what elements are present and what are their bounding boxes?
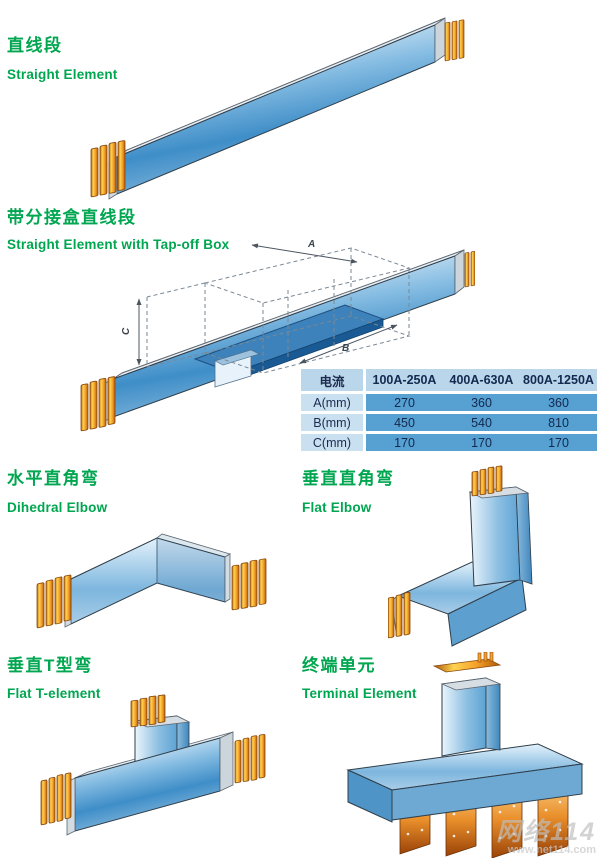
dimension-label-b: B <box>342 343 349 354</box>
busbar-fins-left-icon <box>90 140 126 198</box>
table-cell: 450 <box>394 415 415 430</box>
busbar-fins-top-icon <box>471 465 503 497</box>
table-row-label: B(mm) <box>301 414 363 431</box>
section-title-t-element-en: Flat T-element <box>7 686 101 701</box>
busbar-fins-left-icon <box>40 772 72 826</box>
dimension-lines-icon <box>136 243 398 366</box>
table-cell: 810 <box>548 415 569 430</box>
table-row: C(mm) 170 170 170 <box>301 434 597 451</box>
busbar-fins-right-icon <box>444 19 465 62</box>
table-header-col1: 100A-250A <box>372 373 437 387</box>
busbar-fins-top-icon <box>130 694 166 728</box>
busbar-fins-right-icon <box>234 734 266 784</box>
dihedral-elbow-illustration <box>36 533 267 629</box>
terminal-element-illustration <box>346 652 584 858</box>
busbar-fins-right-icon <box>464 251 475 288</box>
section-title-tapoff-en: Straight Element with Tap-off Box <box>7 237 230 252</box>
section-title-dihedral-zh: 水平直角弯 <box>7 469 100 488</box>
table-cell: 360 <box>548 395 569 410</box>
section-title-flat-elbow-zh: 垂直直角弯 <box>302 469 395 488</box>
table-header-row: 电流 100A-250A 400A-630A 800A-1250A <box>301 369 597 391</box>
table-row-label: A(mm) <box>301 394 363 411</box>
flat-t-element-illustration <box>40 694 266 836</box>
busbar-fins-right-icon <box>231 558 267 611</box>
section-title-t-element-zh: 垂直T型弯 <box>7 656 93 675</box>
t-stub <box>130 694 191 769</box>
table-cell: 170 <box>548 435 569 450</box>
table-row: A(mm) 270 360 360 <box>301 394 597 411</box>
straight-element-illustration <box>90 17 465 200</box>
tapoff-element-illustration: A C B <box>80 239 475 432</box>
section-title-dihedral-en: Dihedral Elbow <box>7 500 108 515</box>
dimension-label-c: C <box>121 327 132 335</box>
section-title-straight-en: Straight Element <box>7 67 118 82</box>
table-header-current: 电流 <box>301 369 363 391</box>
busbar-fins-left-icon <box>388 591 411 639</box>
table-cell: 540 <box>471 415 492 430</box>
flat-elbow-illustration <box>388 465 533 647</box>
section-title-terminal-zh: 终端单元 <box>302 656 376 675</box>
table-row-label: C(mm) <box>301 434 363 451</box>
busbar-fins-top-icon <box>432 652 502 673</box>
section-title-flat-elbow-en: Flat Elbow <box>302 500 372 515</box>
table-cell: 360 <box>471 395 492 410</box>
table-row: B(mm) 450 540 810 <box>301 414 597 431</box>
section-title-terminal-en: Terminal Element <box>302 686 417 701</box>
dimension-label-a: A <box>307 239 315 250</box>
table-header-col2: 400A-630A <box>449 373 514 387</box>
section-title-tapoff-zh: 带分接盒直线段 <box>7 208 137 227</box>
table-cell: 170 <box>471 435 492 450</box>
spec-table: 电流 100A-250A 400A-630A 800A-1250A A(mm) … <box>301 369 597 454</box>
table-cell: 270 <box>394 395 415 410</box>
busbar-fins-left-icon <box>80 376 116 432</box>
section-title-straight-zh: 直线段 <box>7 36 63 55</box>
table-cell: 170 <box>394 435 415 450</box>
table-header-col3: 800A-1250A <box>523 373 594 387</box>
busbar-fins-left-icon <box>36 574 72 629</box>
